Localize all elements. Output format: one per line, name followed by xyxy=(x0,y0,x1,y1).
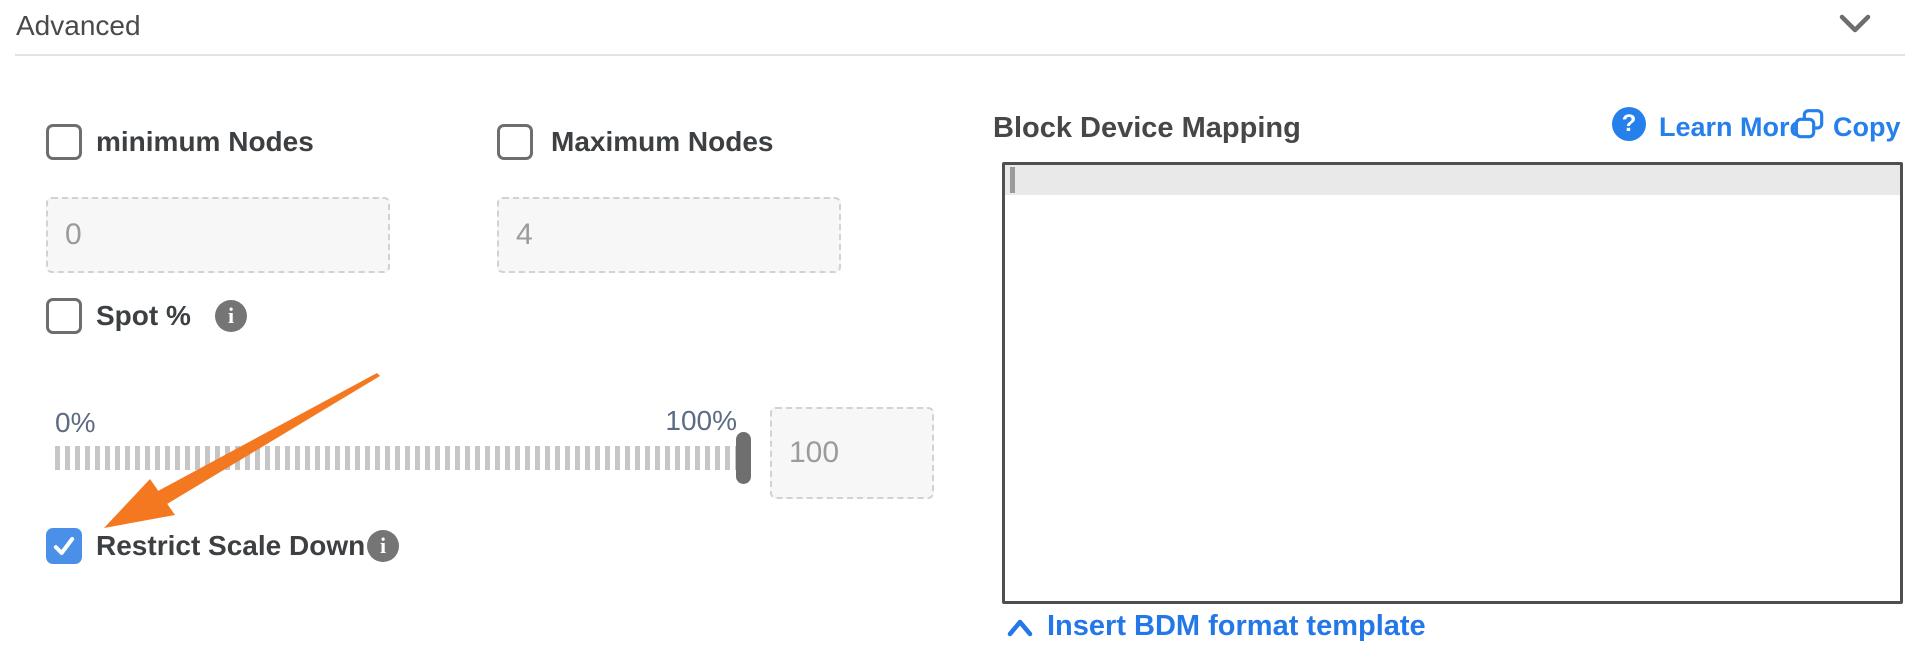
minimum-nodes-input[interactable] xyxy=(46,197,390,273)
bdm-editor[interactable] xyxy=(1002,162,1903,604)
editor-active-line xyxy=(1005,165,1900,195)
spot-percent-label: Spot % xyxy=(96,300,191,331)
minimum-nodes-label: minimum Nodes xyxy=(96,126,314,157)
restrict-info-icon[interactable]: i xyxy=(367,530,399,562)
chevron-down-icon[interactable] xyxy=(1838,13,1872,35)
copy-icon[interactable] xyxy=(1793,108,1825,140)
slider-handle[interactable] xyxy=(736,432,751,484)
copy-link[interactable]: Copy xyxy=(1833,112,1901,142)
spot-info-icon[interactable]: i xyxy=(215,300,247,332)
minimum-nodes-checkbox[interactable] xyxy=(46,124,82,160)
bdm-title: Block Device Mapping xyxy=(993,112,1301,144)
section-divider xyxy=(15,54,1905,56)
chevron-up-icon[interactable] xyxy=(1006,617,1034,639)
restrict-scale-down-label: Restrict Scale Down xyxy=(96,530,366,561)
spot-percent-input[interactable] xyxy=(770,407,934,499)
editor-cursor xyxy=(1010,167,1015,193)
section-title: Advanced xyxy=(16,10,141,41)
help-question-icon[interactable]: ? xyxy=(1612,107,1646,141)
maximum-nodes-input[interactable] xyxy=(497,197,841,273)
maximum-nodes-label: Maximum Nodes xyxy=(551,126,774,157)
restrict-scale-down-checkbox[interactable] xyxy=(46,528,82,564)
insert-bdm-template-link[interactable]: Insert BDM format template xyxy=(1047,610,1426,642)
spot-percent-slider[interactable] xyxy=(55,432,751,484)
slider-min-label: 0% xyxy=(55,407,96,438)
maximum-nodes-checkbox[interactable] xyxy=(497,124,533,160)
learn-more-link[interactable]: Learn More xyxy=(1659,112,1805,142)
spot-percent-checkbox[interactable] xyxy=(46,298,82,334)
checkmark-icon xyxy=(53,537,75,555)
slider-max-label: 100% xyxy=(665,405,737,436)
